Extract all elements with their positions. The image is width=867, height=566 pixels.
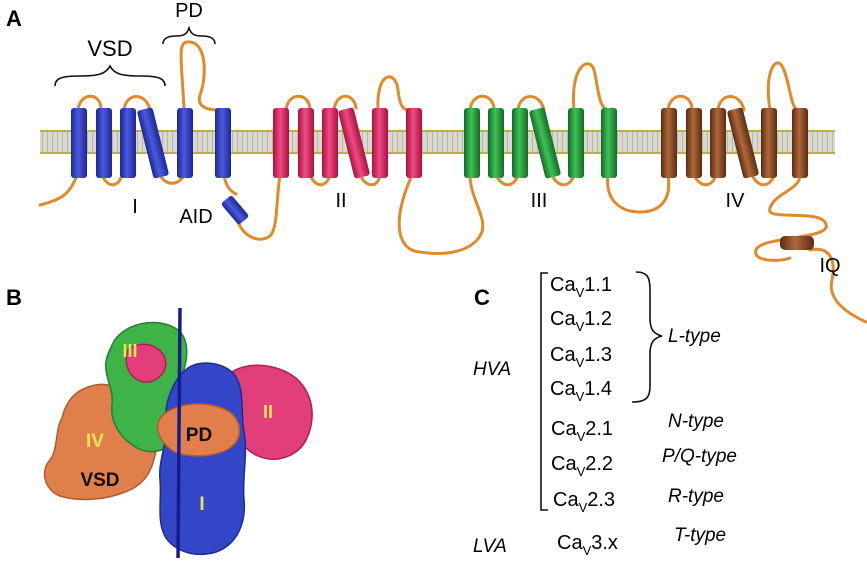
domain-label-2: II bbox=[335, 190, 346, 212]
surface-label-iii: III bbox=[122, 341, 137, 361]
panel-label-a: A bbox=[6, 6, 22, 31]
panel-label-b: B bbox=[6, 285, 22, 310]
protein-backbone bbox=[38, 40, 867, 324]
iq-helix bbox=[780, 236, 814, 250]
channel-cav2-1: CaV2.1 bbox=[551, 418, 613, 444]
type-l: L-type bbox=[668, 326, 721, 347]
channel-cav1-1: CaV1.1 bbox=[550, 274, 612, 300]
domain-2-helices bbox=[273, 107, 422, 179]
surface-label-i: I bbox=[199, 494, 204, 515]
channel-cav1-2: CaV1.2 bbox=[550, 308, 612, 334]
surface-label-iv: IV bbox=[86, 431, 104, 452]
domain-4-helices bbox=[661, 107, 808, 179]
type-n: N-type bbox=[668, 411, 724, 432]
membrane bbox=[40, 130, 835, 154]
domain-label-1: I bbox=[132, 196, 138, 218]
channel-cav1-4: CaV1.4 bbox=[550, 378, 612, 404]
domain-label-3: III bbox=[531, 190, 548, 212]
domain-1-helices bbox=[71, 107, 249, 224]
channel-cav1-3: CaV1.3 bbox=[550, 344, 612, 370]
surface-label-vsd: VSD bbox=[80, 470, 119, 491]
domain-label-4: IV bbox=[726, 190, 746, 212]
channel-surface-structure bbox=[43, 307, 313, 559]
aid-label: AID bbox=[179, 206, 212, 228]
domain-3-helices bbox=[464, 107, 617, 179]
pd-label-a: PD bbox=[175, 0, 203, 22]
vsd-label-a: VSD bbox=[87, 36, 132, 61]
channel-cav3-x: CaV3.x bbox=[557, 532, 618, 558]
l-type-brace bbox=[631, 271, 663, 403]
iq-label: IQ bbox=[819, 255, 840, 277]
type-pq: P/Q-type bbox=[662, 446, 737, 467]
surface-label-ii: II bbox=[263, 402, 273, 422]
type-t: T-type bbox=[674, 525, 726, 546]
lva-label: LVA bbox=[473, 536, 507, 557]
vsd-bracket bbox=[54, 64, 166, 87]
surface-label-pd: PD bbox=[186, 425, 212, 446]
channel-cav2-3: CaV2.3 bbox=[553, 489, 615, 515]
pd-bracket bbox=[162, 25, 216, 45]
hva-bracket bbox=[540, 272, 548, 511]
type-r: R-type bbox=[668, 486, 724, 507]
channel-cav2-2: CaV2.2 bbox=[551, 453, 613, 479]
panel-label-c: C bbox=[474, 285, 490, 310]
hva-label: HVA bbox=[473, 359, 511, 380]
